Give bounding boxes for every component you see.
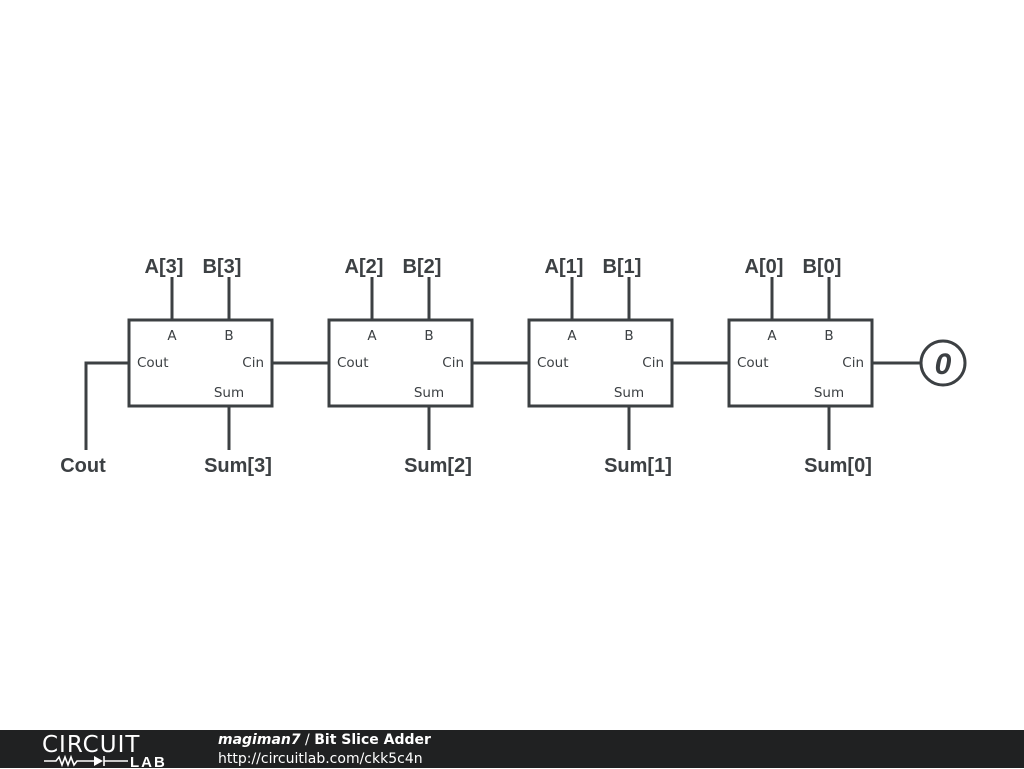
port-cout-label: Cout [337,355,369,371]
circuit-url-link[interactable]: http://circuitlab.com/ckk5c4n [218,751,423,767]
port-cout-label: Cout [737,355,769,371]
port-cout-label: Cout [537,355,569,371]
port-cin-label: Cin [442,355,464,371]
net-label-b: B[0] [803,256,842,278]
cout-net-label: Cout [60,455,106,477]
port-sum-label: Sum [214,385,244,401]
diode-triangle-icon [94,756,103,766]
footer-bar: CIRCUIT LAB magiman7 / Bit Slice Adder h… [0,730,1024,768]
port-a-label: A [367,328,377,344]
port-b-label: B [624,328,633,344]
net-label-a: A[2] [345,256,384,278]
credit-separator: / [300,732,315,748]
adder-slice-2: A B Cout Cin Sum A[2] B[2] Sum[2] [327,256,474,477]
port-a-label: A [767,328,777,344]
port-sum-label: Sum [614,385,644,401]
adder-slice-3: A B Cout Cin Sum A[3] B[3] Sum[3] [127,256,274,477]
logo-wordmark-bottom: LAB [130,754,167,768]
net-label-sum: Sum[0] [804,455,872,477]
port-cin-label: Cin [642,355,664,371]
net-label-a: A[3] [145,256,184,278]
adder-slice-0: A B Cout Cin Sum A[0] B[0] Sum[0] [727,256,874,477]
net-label-a: A[1] [545,256,584,278]
circuit-credit: magiman7 / Bit Slice Adder http://circui… [218,731,431,769]
port-cin-label: Cin [242,355,264,371]
port-a-label: A [167,328,177,344]
constant-zero-node [919,339,967,387]
circuit-title-link[interactable]: Bit Slice Adder [314,732,431,748]
net-label-b: B[3] [203,256,242,278]
schematic-canvas: A B Cout Cin Sum A[3] B[3] Sum[3] A B Co… [60,256,967,477]
net-label-b: B[1] [603,256,642,278]
net-label-sum: Sum[2] [404,455,472,477]
credit-line: magiman7 / Bit Slice Adder [218,731,431,750]
author-link[interactable]: magiman7 [218,732,301,748]
constant-zero-label: 0 [935,348,952,381]
logo-wordmark-top: CIRCUIT [42,732,140,758]
port-cin-label: Cin [842,355,864,371]
net-label-a: A[0] [745,256,784,278]
port-b-label: B [824,328,833,344]
full-adder-block [127,318,274,408]
full-adder-block [727,318,874,408]
circuitlab-logo[interactable]: CIRCUIT LAB [42,730,182,768]
port-b-label: B [224,328,233,344]
adder-slice-1: A B Cout Cin Sum A[1] B[1] Sum[1] [527,256,674,477]
port-b-label: B [424,328,433,344]
net-label-sum: Sum[3] [204,455,272,477]
port-sum-label: Sum [814,385,844,401]
resistor-diode-icon [44,754,94,768]
carry-out-wire [84,361,129,450]
net-label-sum: Sum[1] [604,455,672,477]
net-label-b: B[2] [403,256,442,278]
port-sum-label: Sum [414,385,444,401]
port-cout-label: Cout [137,355,169,371]
port-a-label: A [567,328,577,344]
full-adder-block [527,318,674,408]
